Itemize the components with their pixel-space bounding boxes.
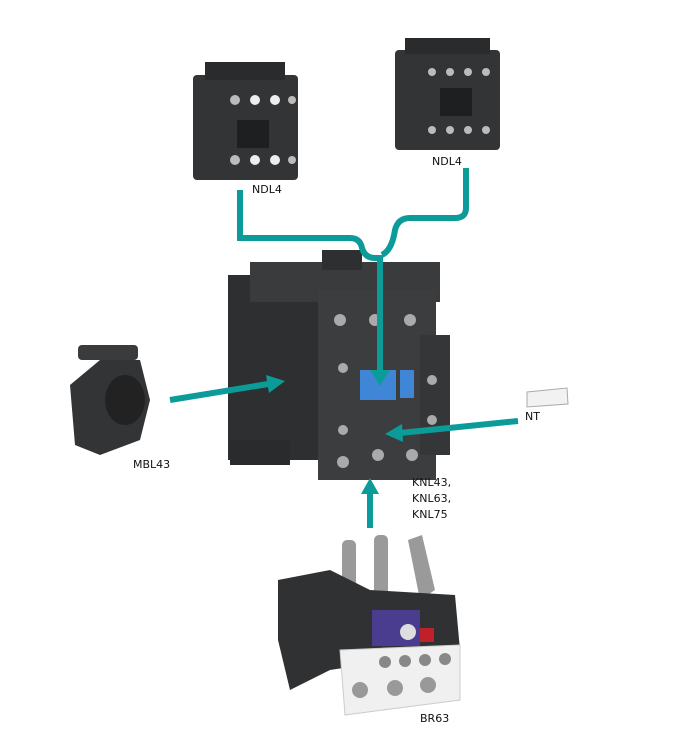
nt-label: NT	[525, 410, 540, 423]
arrowheads	[266, 370, 403, 494]
arrowhead-top	[370, 370, 390, 386]
arrow-nt	[399, 418, 519, 436]
ndl4-right-label: NDL4	[432, 155, 462, 168]
ndl4-left-label: NDL4	[252, 183, 282, 196]
knl-label-3: KNL75	[412, 508, 448, 521]
ndl4-left-block	[193, 62, 298, 180]
br63-overload-relay	[278, 535, 461, 716]
arrowhead-br63	[361, 478, 379, 494]
mbl43-label: MBL43	[133, 458, 170, 471]
arrow-ndl4-left	[237, 190, 383, 372]
arrow-ndl4-right	[380, 168, 469, 258]
arrowhead-mbl43	[266, 375, 285, 393]
mbl43-interlock	[70, 345, 150, 455]
contactor-body	[228, 250, 450, 480]
arrowhead-nt	[385, 424, 403, 442]
arrows	[169, 168, 519, 528]
arrow-mbl43	[169, 381, 269, 403]
br63-label: BR63	[420, 712, 449, 725]
knl-label-2: KNL63,	[412, 492, 451, 505]
knl-label-1: KNL43,	[412, 476, 451, 489]
nt-label-plate	[526, 387, 569, 408]
ndl4-right-block	[395, 38, 500, 150]
